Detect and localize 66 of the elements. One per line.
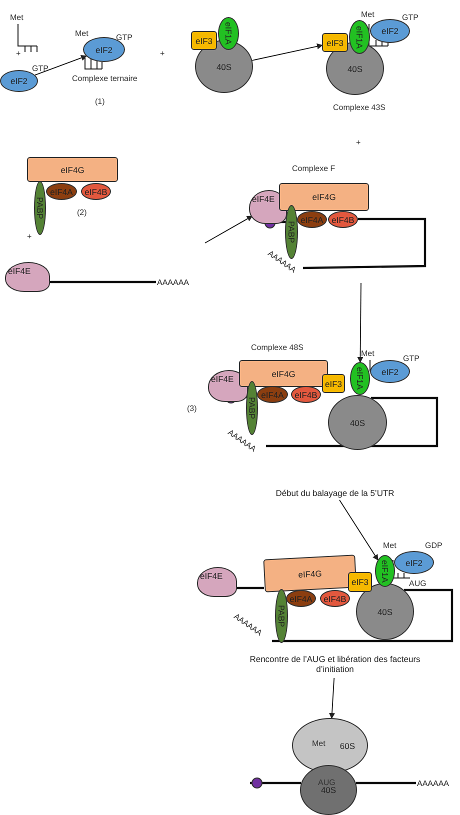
protein-ellipse: eIF4A	[297, 211, 327, 228]
protein-ellipse: eIF2	[394, 551, 434, 574]
protein-ellipse: eIF1A	[350, 362, 370, 395]
arrow	[34, 55, 88, 76]
protein-blob: eIF4E	[5, 262, 50, 292]
codon-label: AUG	[318, 778, 336, 787]
step-caption: Rencontre de l’AUG et libération des facteurs d’initiation	[240, 650, 430, 678]
protein-ellipse: eIF2	[370, 19, 410, 43]
complex-caption: Complexe F	[292, 164, 336, 173]
protein-box: eIF3	[322, 33, 348, 52]
amino-acid-label: Met	[10, 13, 24, 22]
protein-ellipse: PABP	[246, 381, 258, 435]
plus-sign: +	[27, 232, 32, 241]
protein-ellipse: eIF4A	[46, 183, 77, 200]
protein-ellipse: eIF4B	[291, 386, 321, 403]
plus-sign: +	[160, 49, 165, 58]
complex-caption: Complexe ternaire	[72, 74, 138, 83]
amino-acid-label: Met	[383, 541, 396, 550]
mrna-strand	[302, 218, 426, 270]
protein-ellipse: eIF4A	[286, 590, 316, 607]
nucleotide-label: GTP	[402, 13, 418, 22]
protein-blob: eIF4E	[197, 567, 237, 597]
protein-ellipse: eIF4B	[320, 590, 350, 607]
poly-a-label: AAAAAA	[157, 277, 195, 287]
protein-ellipse: eIF4B	[81, 183, 111, 200]
protein-ellipse: PABP	[285, 205, 298, 259]
protein-ellipse: PABP	[275, 589, 288, 643]
poly-a-label: AAAAAA	[417, 778, 455, 788]
mrna-strand	[356, 782, 416, 784]
nucleotide-label: GTP	[403, 354, 420, 363]
arrow	[339, 500, 378, 561]
amino-acid-label: Met	[361, 349, 374, 358]
ribosome-subunit: 40S	[328, 395, 387, 450]
protein-box: eIF3	[322, 374, 345, 393]
mrna-strand	[235, 586, 264, 590]
protein-ellipse: PABP	[34, 181, 46, 235]
protein-box: eIF3	[191, 31, 217, 50]
amino-acid-label: Met	[75, 29, 88, 38]
plus-sign: +	[356, 138, 361, 147]
nucleotide-label: GDP	[425, 541, 442, 550]
protein-ellipse: eIF4B	[328, 211, 358, 228]
protein-ellipse: eIF4A	[257, 386, 288, 403]
arrow	[357, 282, 364, 363]
amino-acid-label: Met	[312, 739, 326, 748]
complex-caption: Complexe 48S	[251, 343, 304, 352]
protein-box: eIF4G	[27, 157, 118, 182]
mrna-strand	[272, 588, 454, 642]
nucleotide-label: GTP	[32, 64, 48, 73]
protein-box: eIF4G	[279, 183, 369, 211]
step-caption: Début du balayage de la 5’UTR	[250, 486, 420, 500]
arrow	[204, 216, 253, 244]
mrna-strand	[48, 280, 156, 284]
step-number: (2)	[77, 208, 87, 217]
arrow	[252, 43, 323, 61]
amino-acid-label: Met	[361, 10, 374, 19]
protein-ellipse: eIF1A	[349, 20, 370, 54]
protein-box: eIF3	[348, 572, 372, 592]
protein-ellipse: eIF1A	[375, 555, 395, 587]
mrna-strand	[266, 396, 438, 448]
arrow	[329, 678, 335, 719]
protein-ellipse: eIF1A	[218, 17, 239, 50]
step-number: (1)	[95, 97, 105, 106]
plus-sign: +	[16, 49, 21, 58]
step-number: (3)	[187, 404, 197, 413]
complex-caption: Complexe 43S	[333, 103, 386, 112]
protein-ellipse: eIF2	[0, 70, 38, 92]
